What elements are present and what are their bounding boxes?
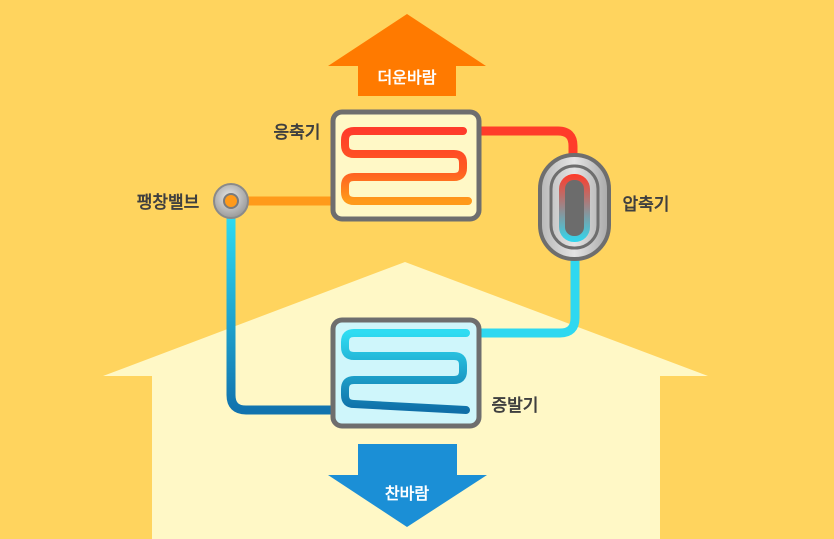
compressor-unit: [538, 153, 611, 261]
hot-air-arrow: [328, 14, 486, 96]
compressor-label: 압축기: [623, 194, 670, 215]
pipe-compressor-to-evaporator: [461, 245, 580, 338]
evaporator-coil: [341, 329, 470, 414]
evaporator-label: 증발기: [492, 396, 539, 416]
expansion-valve: [213, 183, 249, 219]
evaporator-unit: [330, 317, 482, 429]
pipe-valve-to-evaporator: [226, 210, 471, 415]
condenser-label: 응축기: [274, 123, 321, 143]
cold-air-label: 찬바람: [385, 484, 429, 503]
cold-air-arrow: [328, 444, 487, 527]
pipe-condenser-to-compressor: [458, 126, 578, 167]
condenser-coil: [341, 127, 472, 205]
condenser-unit: [330, 109, 482, 222]
hot-air-label: 더운바람: [378, 68, 437, 87]
expansion-valve-label: 팽창밸브: [137, 193, 200, 213]
